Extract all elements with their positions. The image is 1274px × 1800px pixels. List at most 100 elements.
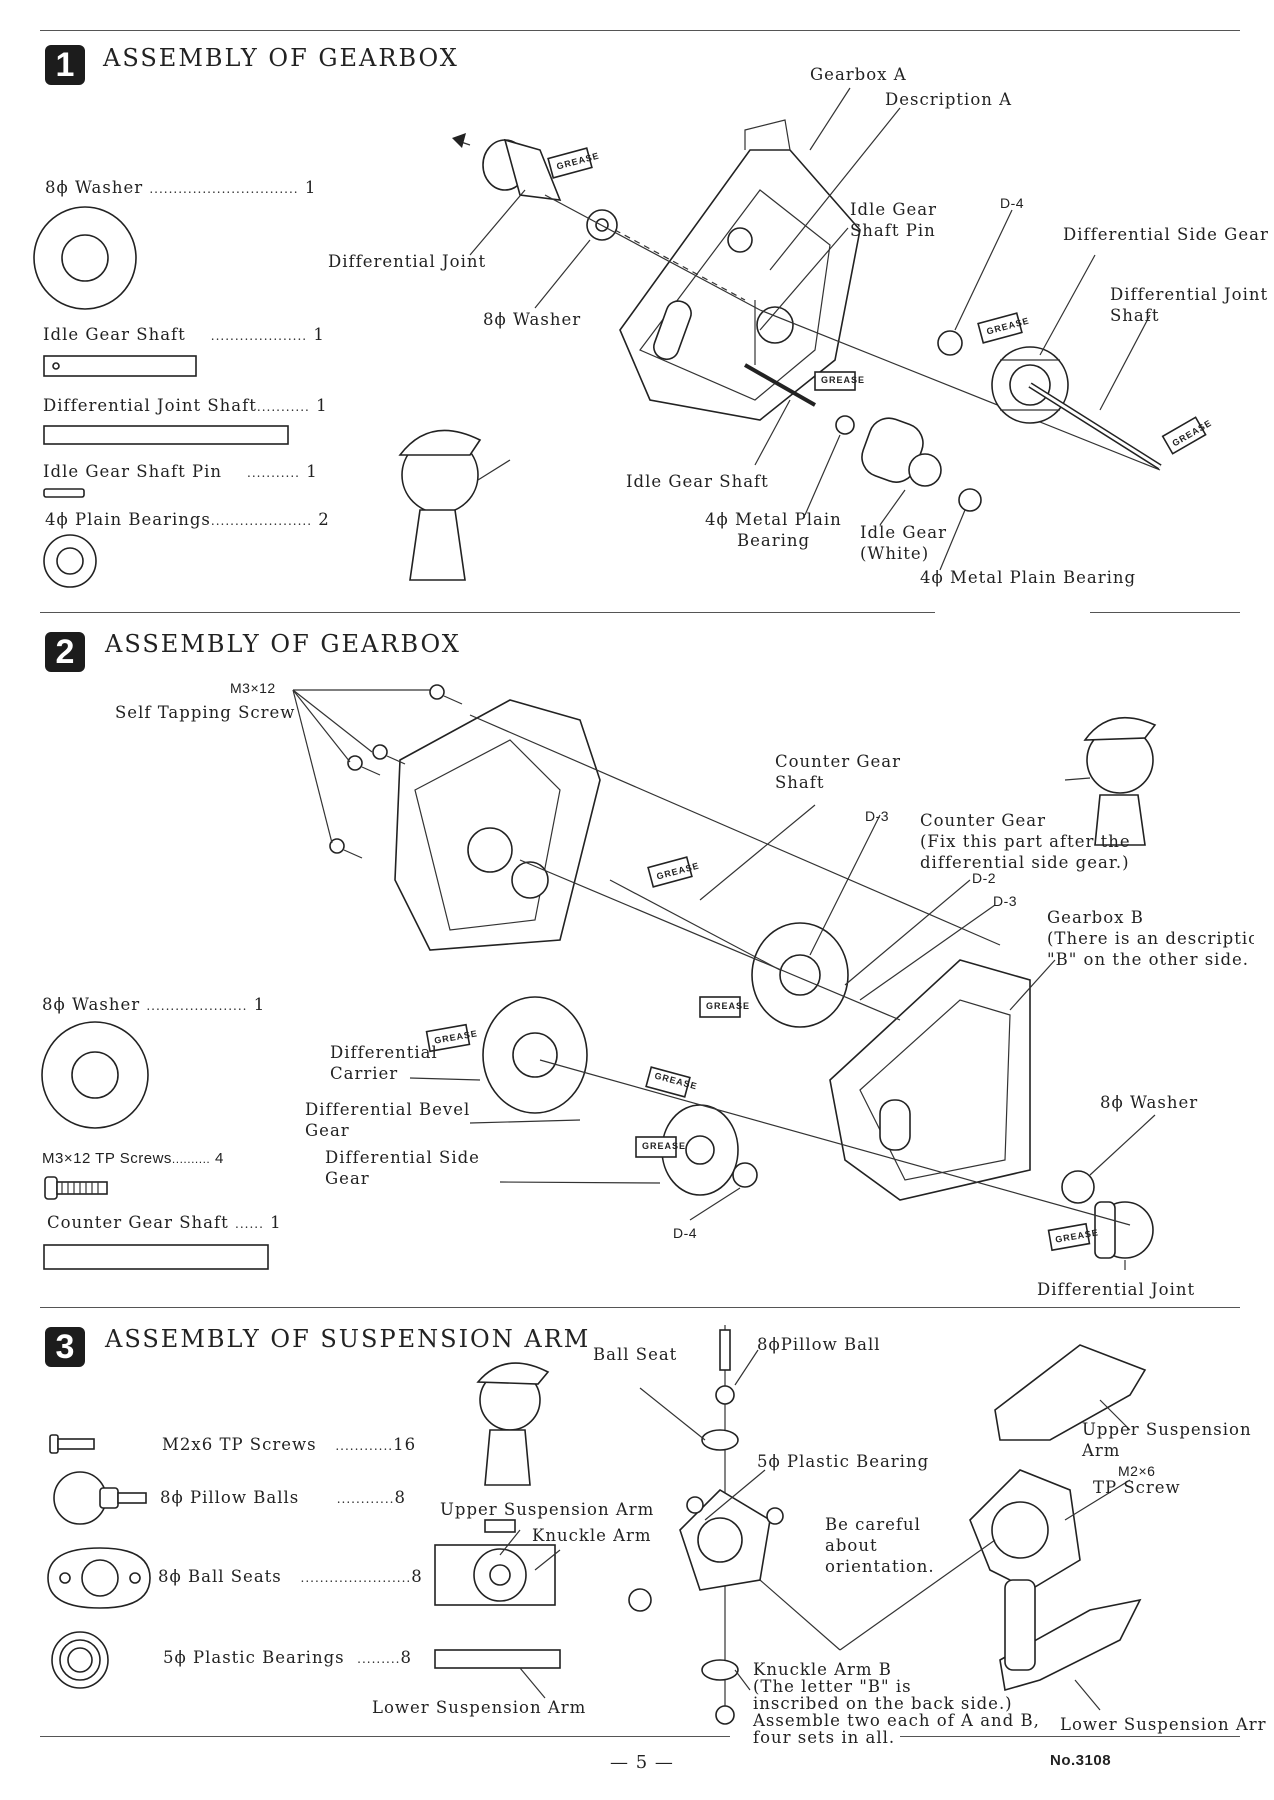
part-m2x6-screws: M2x6 TP Screws ............16 [162,1435,417,1454]
label-gearbox-b-2: (There is an descriptio [1047,929,1254,948]
part-idle-gear-shaft: Idle Gear Shaft .................... 1 [43,325,325,344]
label-tp-screw: TP Screw [1093,1478,1181,1497]
label-m3x12: M3×12 [230,680,276,696]
m2x6-screw-drawing [49,1434,95,1454]
section-2-number: 2 [45,632,85,672]
part-plastic-bearings: 5ϕ Plastic Bearings .........8 [163,1648,412,1667]
part-pillow-balls: 8ϕ Pillow Balls ............8 [160,1488,406,1507]
knuckle-b-line-1: Knuckle Arm B [753,1660,892,1679]
gearbox-a-s2-drawing [394,699,601,951]
label-upper-arm-mid: Upper Suspension Arm [440,1500,655,1519]
section-1-number: 1 [45,45,85,85]
differential-carrier-drawing [482,996,588,1114]
arrow-out-icon [452,133,466,148]
label-be-careful-1: Be careful [825,1515,921,1534]
section-1-rule [40,612,935,613]
label-pillow-ball: 8ϕPillow Ball [757,1335,881,1354]
label-d3-a: D-3 [865,808,890,824]
model-number: No.3108 [1050,1752,1112,1769]
label-metal-plain-bearing-1b: Bearing [737,531,811,550]
counter-gear-shaft-drawing [43,1244,269,1270]
label-lower-arm-mid: Lower Suspension Arm [372,1698,587,1717]
plain-bearing-hole [56,547,84,575]
tp-screw-drawing [44,1176,108,1200]
grease-tag-3 [814,371,856,391]
mascot-2-drawing [1064,717,1157,846]
diff-joint-s2-drawing [1094,1201,1154,1259]
section-3-title: ASSEMBLY OF SUSPENSION ARM [105,1325,591,1353]
label-gearbox-b-1: Gearbox B [1047,908,1144,927]
bottom-rule [40,1736,730,1737]
label-idle-gear-white-1: Idle Gear [860,523,948,542]
label-diff-side-gear-1: Differential Side [325,1148,480,1167]
mascot-1-drawing [398,429,511,581]
label-diff-carrier-1: Differential [330,1043,438,1062]
leader-lines-3 [499,1349,1131,1711]
page-number: — 5 — [610,1752,674,1773]
label-metal-plain-bearing-1a: 4ϕ Metal Plain [705,510,842,529]
label-d4: D-4 [1000,195,1025,211]
label-diff-bevel-gear-2: Gear [305,1121,350,1140]
diff-joint-shaft-drawing [43,425,289,445]
label-diff-joint-shaft-2: Shaft [1110,306,1160,325]
label-idle-gear-shaft-pin-1: Idle Gear [850,200,938,219]
label-counter-gear-3: differential side gear.) [920,853,1130,872]
metal-bearing-1-drawing [835,415,855,435]
label-diff-side-gear: Differential Side Gear [1063,225,1269,244]
part-plain-bearings: 4ϕ Plain Bearings..................... 2 [45,510,330,529]
knuckle-b-line-5: four sets in all. [753,1728,896,1747]
section-3-number: 3 [45,1327,85,1367]
label-self-tapping-screw: Self Tapping Screw [115,703,296,722]
idle-gear-shaft-drawing [43,355,197,377]
label-idle-gear-white-2: (White) [860,544,930,563]
grease-tag-label-9: GREASE [642,1141,687,1151]
idle-gear-shaft-pin-drawing [43,488,85,498]
bottom-rule-right [900,1736,1240,1737]
label-be-careful-2: about [825,1536,878,1555]
label-description-a: Description A [885,90,1013,109]
part-tp-screws: M3×12 TP Screws.......... 4 [42,1150,224,1167]
plastic-bearing-drawing [51,1631,109,1689]
knuckle-b-line-4: Assemble two each of A and B, [753,1711,1040,1730]
label-m2x6: M2×6 [1118,1463,1156,1479]
grease-tag-label-3: GREASE [821,375,866,385]
label-lower-arm-right: Lower Suspension Arr [1060,1715,1267,1734]
label-d3-b: D-3 [993,893,1018,909]
label-d2: D-2 [972,870,997,886]
grease-tag-1 [547,147,593,179]
label-ball-seat: Ball Seat [593,1345,678,1364]
label-knuckle-arm: Knuckle Arm [532,1526,652,1545]
label-counter-gear-1: Counter Gear [920,811,1047,830]
part-ball-seats: 8ϕ Ball Seats .......................8 [158,1567,423,1586]
label-diff-carrier-2: Carrier [330,1064,399,1083]
part-diff-joint-shaft: Differential Joint Shaft........... 1 [43,396,328,415]
label-washer: 8ϕ Washer [483,310,582,329]
differential-joint-drawing [452,133,562,201]
idle-gear-shaft-assembly [744,363,816,407]
washer-8mm-hole [61,234,109,282]
d4-washer-drawing [937,330,963,356]
self-tapping-screws-drawing [329,684,463,859]
part-counter-gear-shaft: Counter Gear Shaft ...... 1 [47,1213,282,1232]
label-washer-s2: 8ϕ Washer [1100,1093,1199,1112]
d4-washer-s2-drawing [732,1162,758,1188]
label-diff-joint-shaft-1: Differential Joint [1110,285,1269,304]
label-diff-joint-s2: Differential Joint [1037,1280,1196,1299]
label-gearbox-b-3: "B" on the other side. [1047,950,1250,969]
knuckle-exploded-drawing [628,1325,784,1725]
label-counter-gear-shaft-1: Counter Gear [775,752,902,771]
assembly-axis-1 [544,194,1161,471]
leader-lines-1 [469,87,1151,571]
leader-lines-2 [292,689,1156,1270]
label-plastic-bearing: 5ϕ Plastic Bearing [757,1452,930,1471]
section-2-title: ASSEMBLY OF GEARBOX [105,630,461,658]
label-idle-gear-shaft-pin-2: Shaft Pin [850,221,936,240]
knuckle-b-line-3: inscribed on the back side.) [753,1694,1013,1713]
gearbox-b-drawing [829,959,1031,1201]
metal-bearing-2-drawing [958,488,982,512]
idle-gear-shaft-hole [52,362,60,370]
section-2-rule [40,1307,1240,1308]
label-counter-gear-shaft-2: Shaft [775,773,825,792]
ball-seat-drawing [47,1547,151,1609]
